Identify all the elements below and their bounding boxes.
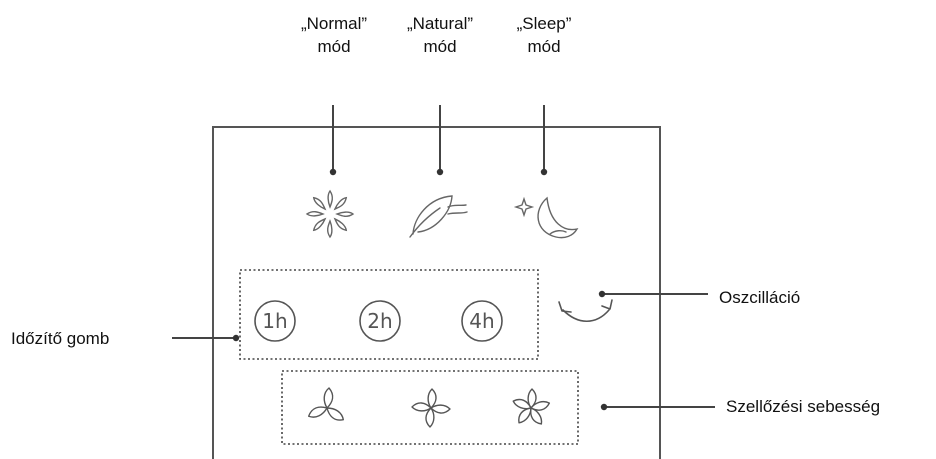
timer-button-2h[interactable]: 2h: [359, 300, 401, 342]
fan-5-blade-icon[interactable]: [512, 388, 551, 426]
mode-suffix-sleep: mód: [527, 37, 561, 56]
timer-buttons: 1h 2h 4h: [254, 300, 503, 342]
timer-button-4h[interactable]: 4h: [461, 300, 503, 342]
timer-button-4h-label: 4h: [469, 309, 494, 333]
oscillation-leader-dot: [598, 290, 606, 298]
mode-suffix-normal: mód: [317, 37, 351, 56]
mode-name-sleep: „Sleep”: [516, 14, 572, 33]
mode-suffix-natural: mód: [423, 37, 457, 56]
mode-label-normal: „Normal” mód: [279, 12, 389, 58]
speed-leader-dot: [600, 403, 608, 411]
moon-star-icon: [513, 196, 579, 239]
leader-dot-natural: [436, 168, 444, 176]
oscillation-arrows-icon[interactable]: [558, 299, 613, 323]
leaf-wind-icon: [409, 195, 468, 238]
mode-name-natural: „Natural”: [406, 14, 474, 33]
leader-dot-normal: [329, 168, 337, 176]
fan-4-blade-icon[interactable]: [411, 388, 451, 428]
timer-button-1h[interactable]: 1h: [254, 300, 296, 342]
mode-leader-dots: [329, 168, 548, 176]
mode-leader-lines: [332, 105, 545, 172]
timer-button-2h-label: 2h: [367, 309, 392, 333]
speed-label: Szellőzési sebesség: [726, 397, 881, 416]
timer-button-1h-label: 1h: [262, 309, 287, 333]
timer-box: [239, 269, 539, 360]
oscillation-label: Oszcilláció: [719, 288, 801, 307]
mode-label-natural: „Natural” mód: [385, 12, 495, 58]
timer-leader-dot: [232, 334, 240, 342]
timer-label: Időzítő gomb: [11, 329, 110, 348]
swirl-fan-icon: [305, 189, 355, 239]
panel-outline: [212, 126, 661, 459]
mode-label-sleep: „Sleep” mód: [489, 12, 599, 58]
fan-3-blade-icon[interactable]: [307, 387, 346, 423]
mode-name-normal: „Normal”: [300, 14, 368, 33]
leader-dot-sleep: [540, 168, 548, 176]
